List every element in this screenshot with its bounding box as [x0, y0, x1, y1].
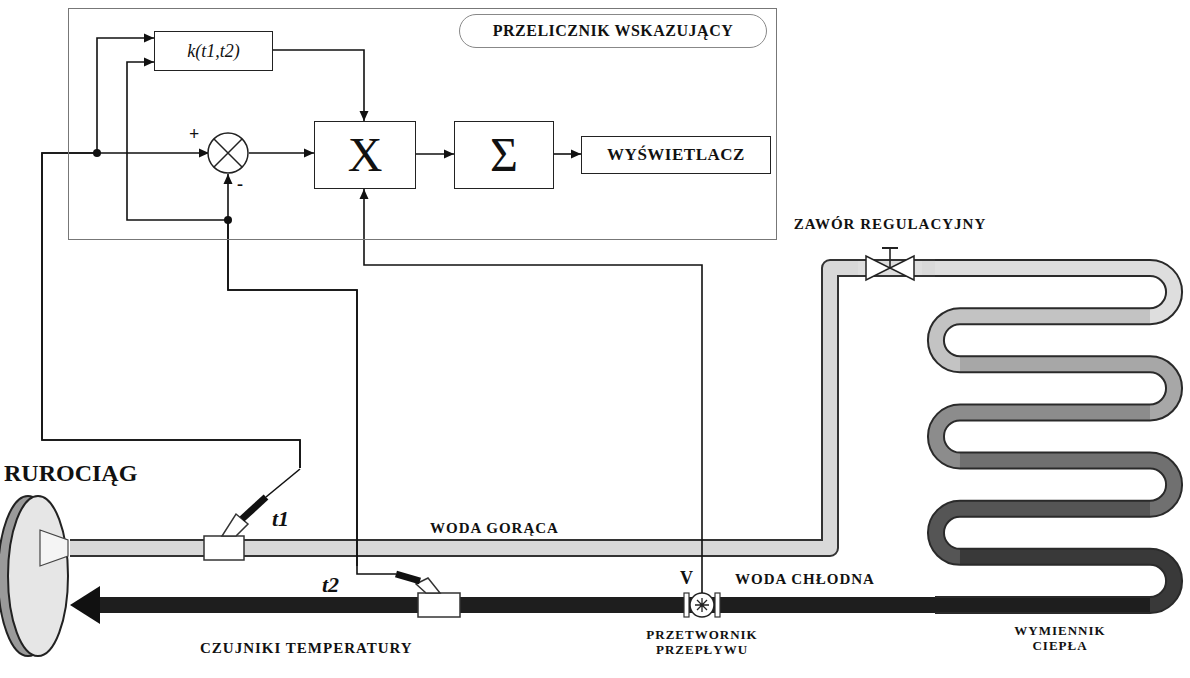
summing-circle [208, 133, 248, 173]
signal-line [228, 174, 357, 566]
pipe-inlet [40, 530, 68, 566]
temperature-sensor: t2 [352, 566, 470, 618]
cold-water-pipe [98, 597, 352, 613]
sensor-tee [204, 536, 244, 560]
pipe-wall [922, 259, 935, 277]
node-text: V [680, 568, 693, 589]
temperature-probe [242, 497, 266, 519]
flow-arrowhead [70, 586, 100, 624]
sensor-tee [418, 593, 460, 617]
integrator-box: Σ [454, 121, 554, 189]
cold-water-pipe [724, 597, 935, 613]
node-text: PRZELICZNIK WSKAZUJĄCY [459, 14, 767, 48]
heat-exchanger: WYMIENNIK CIEPŁA [935, 256, 1185, 616]
probe-wire [266, 469, 300, 497]
arrowhead [360, 111, 369, 121]
junction-dot [93, 149, 101, 157]
arrowhead [224, 174, 233, 184]
signal-connector [42, 34, 300, 469]
medium-label: WODA CHŁODNA [735, 571, 875, 588]
valve-stem [889, 248, 891, 268]
pipe-layer [70, 268, 935, 624]
node-text: WYŚWIETLACZ [607, 145, 745, 165]
meter-rotor [695, 598, 709, 612]
probe-wire [357, 566, 396, 574]
node-text: WYMIENNIK CIEPŁA [990, 624, 1130, 654]
pipe-connector [70, 586, 352, 624]
pipe-connector [470, 605, 680, 606]
valve-body [866, 256, 890, 280]
arrowhead [444, 150, 454, 159]
node-text: X [348, 131, 383, 179]
signal-layer [42, 34, 702, 571]
node-text: t1 [272, 506, 289, 531]
node-text: k(t1,t2) [187, 41, 239, 62]
node-text: - [237, 174, 243, 195]
temperature-probe [396, 574, 420, 581]
signal-connector [273, 50, 369, 121]
pipe-connector [922, 268, 935, 269]
node-text: RUROCIĄG [4, 460, 137, 488]
coil-outline [935, 596, 1150, 614]
valve-body [890, 256, 914, 280]
pipe-connector [305, 268, 858, 548]
node-text: t2 [322, 572, 339, 597]
summing-cross [214, 139, 242, 167]
flow-meter [690, 593, 714, 617]
node-text: Σ [490, 131, 518, 179]
group-label: CZUJNIKI TEMPERATURY [200, 640, 413, 657]
node-text: ZAWÓR REGULACYJNY [794, 216, 986, 233]
multiplier-box: X [314, 121, 416, 189]
signal-connector [554, 150, 581, 159]
signal-connector [224, 174, 358, 566]
heat-exchanger-coil [935, 268, 1174, 605]
meter-flange [715, 593, 720, 617]
signal-connector [42, 149, 300, 469]
junction-dot [224, 216, 232, 224]
pipe-wall [305, 268, 858, 548]
arrowhead [304, 149, 314, 158]
temperature-sensor: t1 [198, 468, 305, 558]
pipe-wall [70, 539, 198, 557]
pipe-connector [70, 548, 198, 549]
signal-connector [360, 189, 703, 570]
arrowhead [144, 34, 154, 43]
arrowhead [360, 189, 369, 199]
function-box: k(t1,t2) [154, 31, 273, 71]
pipe-connector [724, 605, 935, 606]
control-valve: ZAWÓR REGULACYJNY [858, 244, 922, 282]
hot-water-pipe [305, 268, 858, 548]
converter-panel: PRZELICZNIK WSKAZUJĄCYk(t1,t2)+-XΣWYŚWIE… [68, 8, 777, 240]
medium-label: WODA GORĄCA [430, 520, 559, 537]
arrowhead [571, 150, 581, 159]
pipeline-face [8, 496, 68, 656]
signal-line [42, 153, 300, 468]
hot-water-pipe [70, 541, 198, 555]
cold-water-pipe [470, 597, 680, 613]
signal-wire [701, 570, 703, 593]
coil-tube [935, 598, 1150, 612]
summing-junction: +- [209, 134, 249, 174]
hot-water-pipe [922, 261, 935, 275]
signal-line [364, 189, 702, 570]
valve-handle [882, 247, 898, 249]
node-text: PRZETWORNIK PRZEPŁYWU [630, 628, 774, 658]
signal-connector [416, 150, 454, 159]
meter-flange [684, 593, 689, 617]
pipeline: RUROCIĄG [4, 494, 70, 658]
flow-transducer: VPRZETWORNIK PRZEPŁYWU [680, 570, 724, 622]
arrowhead [144, 58, 154, 67]
signal-connector [249, 149, 314, 158]
signal-line [273, 50, 364, 121]
node-text: + [189, 124, 199, 145]
display-box: WYŚWIETLACZ [581, 136, 771, 174]
signal-line [42, 38, 300, 468]
